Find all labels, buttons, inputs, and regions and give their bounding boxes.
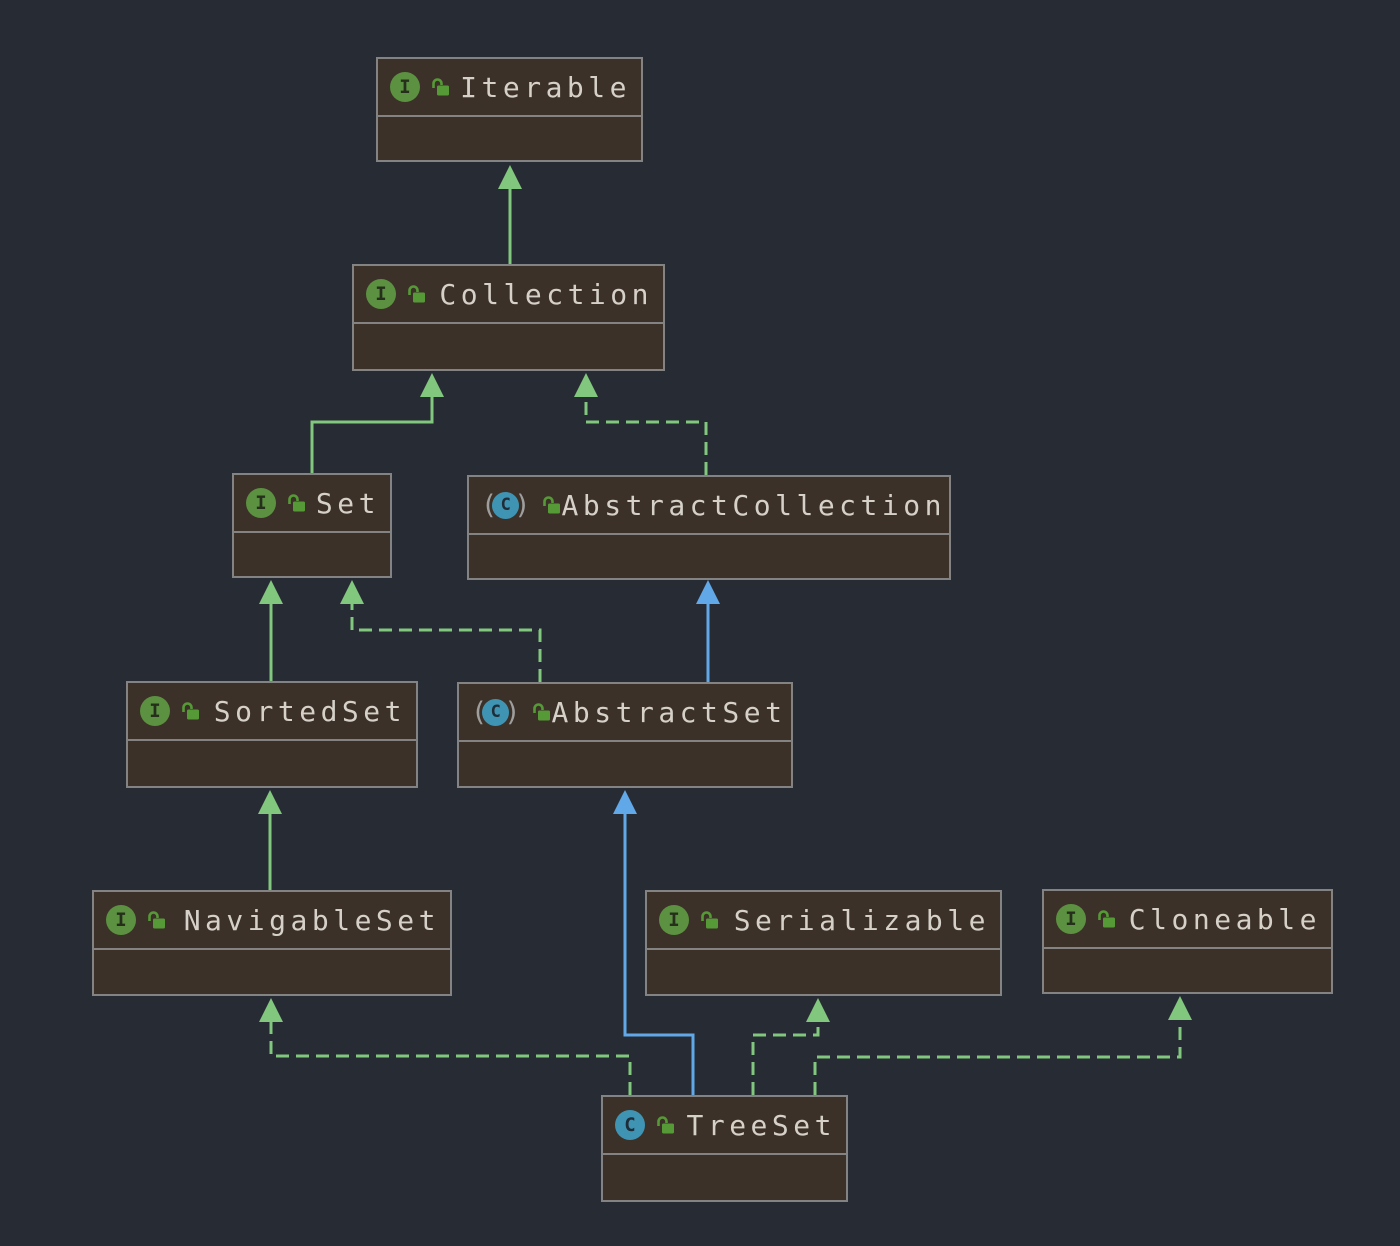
- interface-icon: I: [390, 72, 420, 102]
- unlocked-icon: [408, 285, 425, 303]
- edge-treeset-cloneable: [813, 996, 1192, 1095]
- icon-cluster: I: [246, 488, 307, 518]
- interface-icon: I: [106, 905, 136, 935]
- class-name-label: Serializable: [733, 903, 990, 937]
- unlocked-icon: [288, 494, 305, 512]
- class-node-serializable[interactable]: I Serializable: [645, 890, 1002, 996]
- class-name-label: TreeSet: [686, 1108, 836, 1142]
- class-node-header: I SortedSet: [128, 683, 416, 741]
- class-node-collection[interactable]: I Collection: [352, 264, 665, 371]
- edge-set-collection: [310, 373, 444, 473]
- edge-collection-iterable: [498, 165, 522, 264]
- abstract-class-icon: (C): [481, 489, 531, 521]
- icon-cluster: I: [106, 905, 167, 935]
- abstract-paren: ): [504, 696, 521, 728]
- icon-cluster: I: [390, 72, 451, 102]
- class-node-header: (C) AbstractSet: [459, 684, 791, 742]
- edge-sortedset-set: [259, 580, 283, 681]
- icon-cluster: I: [659, 905, 720, 935]
- interface-icon: I: [246, 488, 276, 518]
- class-name-label: AbstractCollection: [561, 488, 946, 522]
- class-node-header: I Collection: [354, 266, 663, 324]
- edge-treeset-serializable: [751, 998, 830, 1095]
- abstract-class-icon: (C): [471, 696, 521, 728]
- edge-treeset-abstractset: [613, 790, 695, 1095]
- unlocked-icon: [701, 911, 718, 929]
- icon-cluster: I: [1056, 904, 1117, 934]
- edge-abstractset-abstractcollection: [696, 580, 720, 682]
- edge-abstractcollection-collection: [574, 373, 708, 475]
- interface-icon: I: [1056, 904, 1086, 934]
- class-node-header: C TreeSet: [603, 1097, 846, 1155]
- class-name-label: AbstractSet: [551, 695, 787, 729]
- class-node-header: I Set: [234, 475, 390, 533]
- edge-abstractset-set: [340, 580, 542, 682]
- class-node-iterable[interactable]: I Iterable: [376, 57, 643, 162]
- class-node-sortedset[interactable]: I SortedSet: [126, 681, 418, 788]
- edge-navigableset-sortedset: [258, 790, 282, 890]
- class-node-header: (C) AbstractCollection: [469, 477, 949, 535]
- unlocked-icon: [182, 702, 199, 720]
- class-node-header: I Iterable: [378, 59, 641, 117]
- class-name-label: Cloneable: [1128, 902, 1321, 936]
- icon-cluster: (C): [471, 696, 552, 728]
- class-letter: C: [492, 491, 520, 519]
- class-node-navigableset[interactable]: I NavigableSet: [92, 890, 452, 996]
- unlocked-icon: [148, 911, 165, 929]
- class-node-header: I NavigableSet: [94, 892, 450, 950]
- icon-cluster: C: [615, 1110, 676, 1140]
- class-name-label: Set: [315, 486, 380, 520]
- class-name-label: Iterable: [460, 70, 631, 104]
- class-node-header: I Serializable: [647, 892, 1000, 950]
- icon-cluster: I: [140, 696, 201, 726]
- class-letter: C: [482, 698, 510, 726]
- class-name-label: Collection: [439, 277, 653, 311]
- class-icon: C: [615, 1110, 645, 1140]
- interface-icon: I: [140, 696, 170, 726]
- edge-treeset-navigableset: [259, 998, 632, 1095]
- unlocked-icon: [432, 78, 449, 96]
- class-node-abstractcollection[interactable]: (C) AbstractCollection: [467, 475, 951, 580]
- unlocked-icon: [1098, 910, 1115, 928]
- class-name-label: NavigableSet: [183, 903, 440, 937]
- interface-icon: I: [659, 905, 689, 935]
- unlocked-icon: [532, 703, 550, 721]
- icon-cluster: I: [366, 279, 427, 309]
- class-node-treeset[interactable]: C TreeSet: [601, 1095, 848, 1202]
- class-node-abstractset[interactable]: (C) AbstractSet: [457, 682, 793, 788]
- interface-icon: I: [366, 279, 396, 309]
- class-node-cloneable[interactable]: I Cloneable: [1042, 889, 1333, 994]
- abstract-paren: ): [514, 489, 531, 521]
- unlocked-icon: [542, 496, 560, 514]
- class-name-label: SortedSet: [213, 694, 406, 728]
- class-node-set[interactable]: I Set: [232, 473, 392, 578]
- icon-cluster: (C): [481, 489, 562, 521]
- unlocked-icon: [657, 1116, 674, 1134]
- class-node-header: I Cloneable: [1044, 891, 1331, 949]
